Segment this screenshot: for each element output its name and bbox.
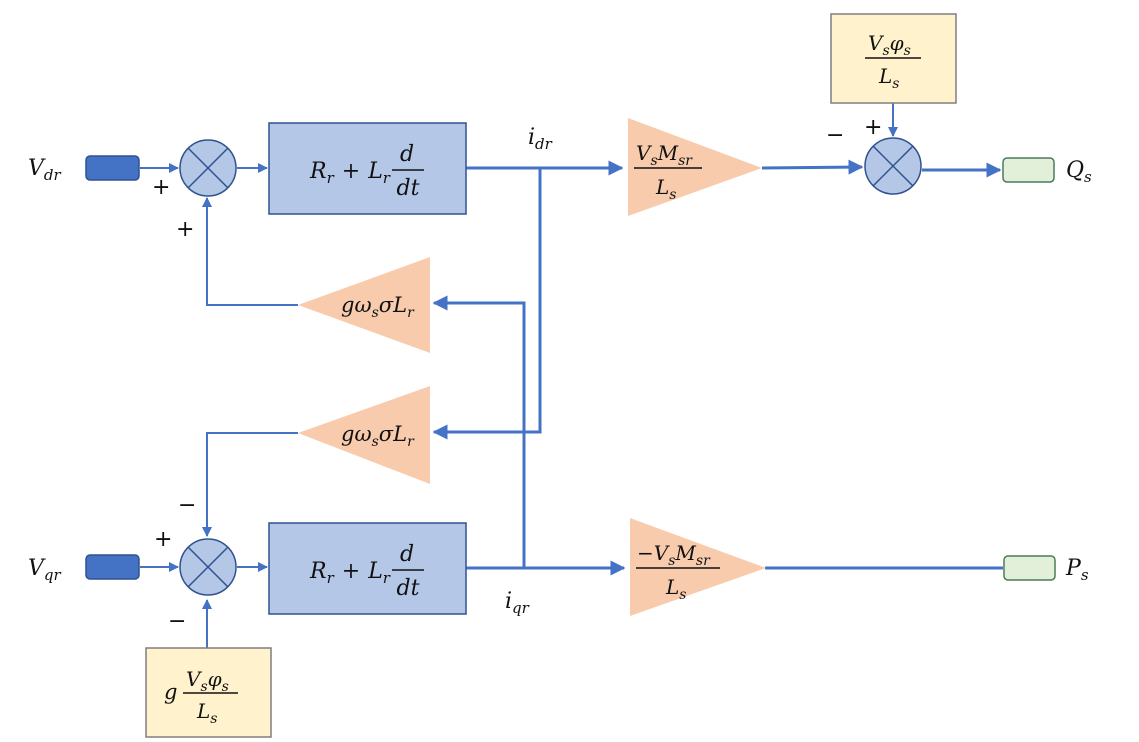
- wire-idr-to-couple-bottom: [432, 168, 542, 440]
- svg-text:d: d: [400, 142, 414, 167]
- sign-sum-d-bottom: +: [176, 217, 194, 242]
- sign-sum-q-left: +: [154, 527, 172, 552]
- coupling-block-top-label: gωsσLr: [341, 293, 415, 321]
- label-idr: idr: [528, 125, 553, 153]
- svg-text:Rr+Lr: Rr+Lr: [309, 559, 391, 587]
- sign-sum-d-left: +: [152, 175, 170, 200]
- svg-text:Ls: Ls: [665, 575, 686, 603]
- constant-block-q-label: Vsφs Ls: [865, 31, 921, 92]
- svg-text:dt: dt: [397, 576, 420, 601]
- svg-text:Ls: Ls: [655, 175, 676, 203]
- svg-text:Vsφs: Vsφs: [186, 667, 229, 695]
- gain-block-p: [630, 518, 766, 616]
- sign-sum-out-top: +: [864, 115, 882, 140]
- sum-junction-d: [179, 139, 237, 197]
- svg-text:Rr+Lr: Rr+Lr: [309, 159, 391, 187]
- label-vqr: Vqr: [28, 556, 61, 584]
- svg-text:−VsMsr: −VsMsr: [637, 541, 711, 569]
- sum-junction-q: [179, 538, 237, 596]
- gain-block-q: [628, 118, 762, 216]
- svg-text:VsMsr: VsMsr: [636, 141, 693, 169]
- output-port-qs: [1002, 157, 1055, 183]
- rotor-block-q-label: Rr+Lr d dt: [309, 542, 424, 601]
- label-ps: Ps: [1065, 556, 1089, 584]
- svg-text:d: d: [400, 542, 414, 567]
- rotor-block-d: [268, 122, 467, 215]
- constant-block-d-label: g Vsφs Ls: [164, 667, 238, 727]
- svg-text:g: g: [164, 680, 177, 704]
- svg-text:dt: dt: [397, 176, 420, 201]
- label-iqr: iqr: [505, 589, 530, 617]
- wires: [140, 103, 1003, 648]
- label-vdr: Vdr: [28, 156, 61, 184]
- label-qs: Qs: [1066, 158, 1092, 186]
- wire-couple-top-to-sum-d: [202, 197, 298, 306]
- wire-iqr-to-couple-top: [432, 295, 526, 568]
- sign-sum-out-left: −: [826, 123, 844, 148]
- input-port-vdr: [85, 155, 140, 181]
- svg-text:Ls: Ls: [878, 64, 899, 92]
- coupling-block-top: [298, 257, 430, 353]
- sum-junction-out: [864, 137, 922, 195]
- output-port-ps: [1003, 555, 1056, 581]
- rotor-block-q: [268, 522, 467, 615]
- coupling-block-bottom-label: gωsσLr: [341, 422, 415, 450]
- gain-block-p-label: −VsMsr Ls: [636, 541, 720, 603]
- sign-sum-q-bottom: −: [168, 609, 186, 634]
- rotor-block-d-label: Rr+Lr d dt: [309, 142, 424, 201]
- wire-gain-q-to-sum-out: [761, 159, 864, 175]
- coupling-block-bottom: [298, 386, 430, 484]
- input-port-vqr: [85, 554, 140, 580]
- gain-block-q-label: VsMsr Ls: [634, 141, 702, 203]
- sign-sum-q-top: −: [178, 493, 196, 518]
- svg-text:Ls: Ls: [196, 699, 217, 727]
- svg-text:Vsφs: Vsφs: [868, 31, 911, 59]
- wire-couple-bottom-to-sum-q: [202, 432, 298, 537]
